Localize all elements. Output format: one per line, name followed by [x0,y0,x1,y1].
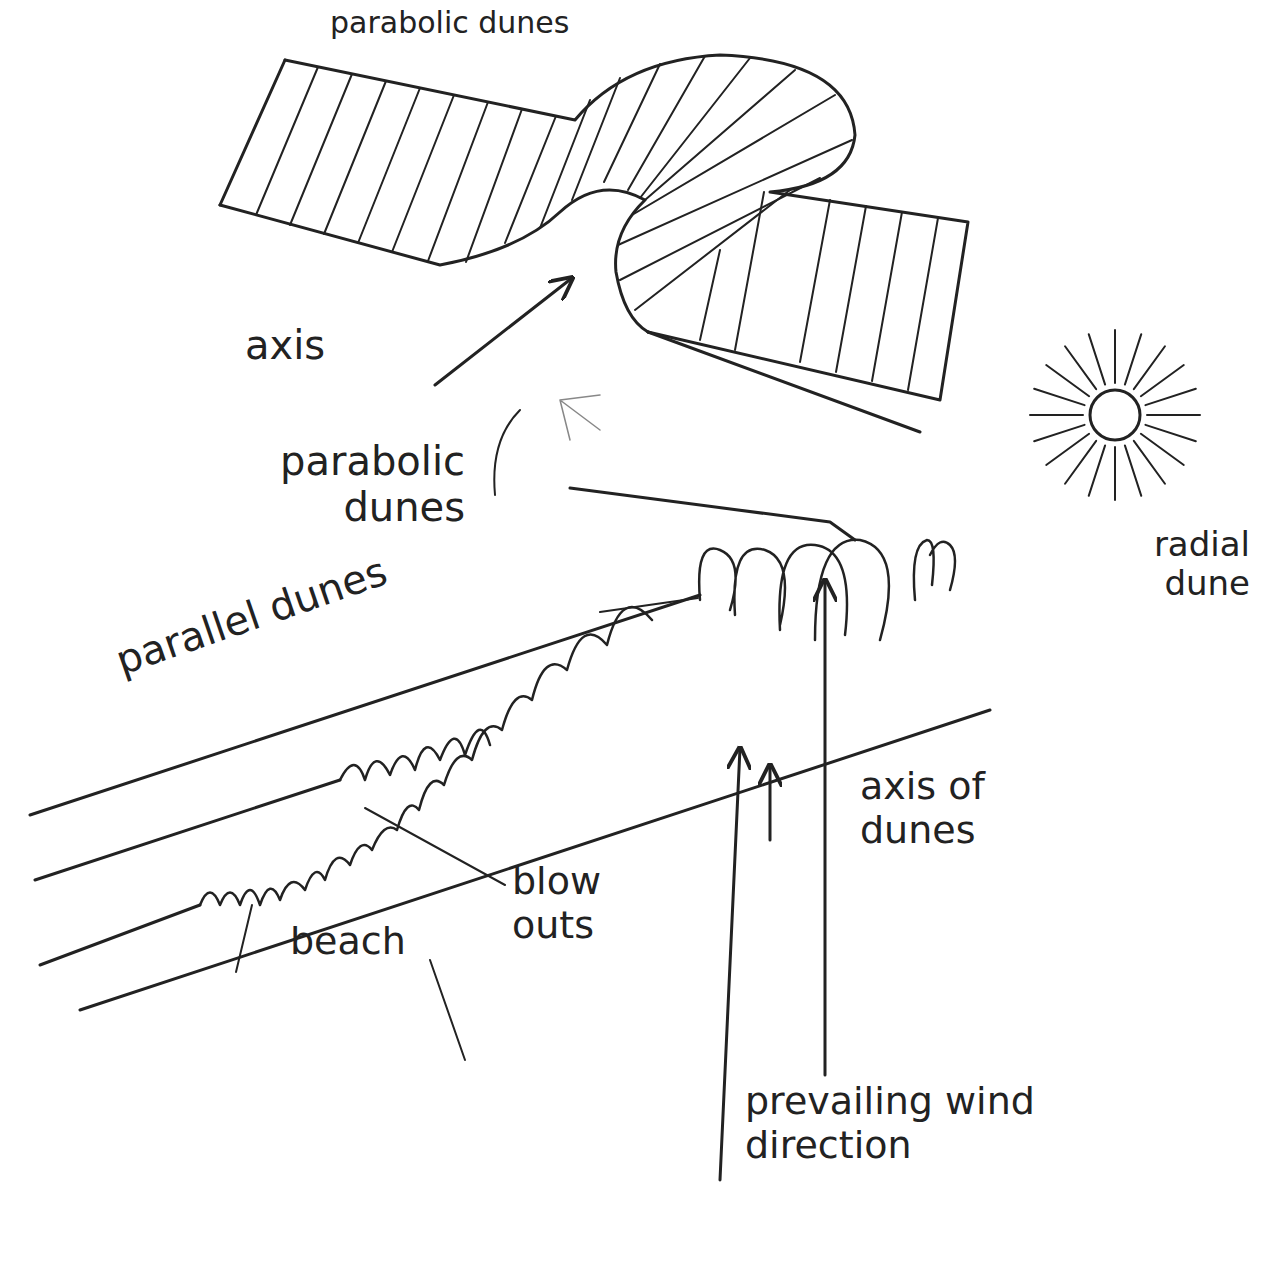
dune-hatching [256,56,938,390]
dune-outline [220,190,648,332]
radial-ray [1147,414,1200,416]
axis-arrow [435,278,572,385]
dune-ridge [40,905,200,965]
blow-outs [914,540,955,600]
leader-line [430,960,465,1060]
label: axis [245,322,365,368]
radial-ray [1145,389,1195,405]
dune-outline [220,60,285,205]
dune-ridge [30,595,700,815]
radial-ray [1034,389,1084,405]
label: blow outs [512,860,662,947]
dune-ridge [570,488,855,540]
radial-ray [1134,441,1165,484]
radial-ray [1089,334,1105,384]
label: axis of dunes [860,765,990,852]
label: radial dune [1080,525,1250,603]
blow-out-ridge [340,730,490,780]
axis-arrow [824,580,827,1075]
dune-ridge [35,780,340,880]
label: parabolic dunes [165,438,465,530]
radial-ray [1030,414,1083,416]
wind-arrow [560,395,600,440]
label: beach [290,920,450,964]
leader-line [365,808,505,885]
radial-ray [1065,346,1096,389]
leader-line [494,410,520,495]
radial-ray [1114,330,1116,383]
label: parabolic dunes [330,6,650,41]
label: parallel dunes [110,503,522,683]
radial-ray [1145,425,1195,441]
wind-arrow [720,748,740,1180]
blow-outs [699,540,889,640]
radial-ray [1141,365,1184,396]
leader-line [236,905,252,972]
radial-dune-rays [1030,330,1200,500]
radial-ray [1034,425,1084,441]
radial-dune-symbol [1090,390,1140,440]
radial-ray [1125,445,1141,495]
label: prevailing wind direction [745,1080,1165,1167]
radial-ray [1125,334,1141,384]
radial-ray [1089,445,1105,495]
dune-outline [648,332,920,432]
radial-ray [1046,434,1089,465]
wind-arrow [769,765,772,840]
dune-outline [285,55,968,400]
leader-line [600,598,698,612]
beach-line [80,710,990,1010]
radial-ray [1114,447,1116,500]
